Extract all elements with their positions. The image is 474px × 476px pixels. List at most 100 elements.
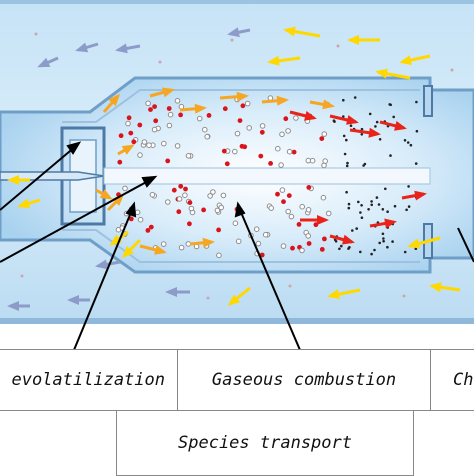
particle <box>216 227 222 233</box>
particle <box>353 96 357 99</box>
particle <box>145 100 151 107</box>
particle <box>165 199 171 205</box>
orange-flow-arrow <box>189 237 215 248</box>
yellow-flow-arrow <box>375 68 411 80</box>
fuel-lance <box>0 171 105 181</box>
particle <box>253 226 260 232</box>
particle <box>117 159 123 165</box>
particle <box>370 200 373 203</box>
particle <box>319 247 325 252</box>
particle <box>360 204 363 207</box>
particle <box>355 227 359 230</box>
particle <box>407 185 410 188</box>
particle <box>202 126 208 133</box>
particle <box>258 153 264 159</box>
particle <box>118 133 124 139</box>
particle <box>220 192 227 199</box>
yellow-flow-arrow <box>227 286 251 306</box>
label-cell-devolatilization: evolatilization <box>0 349 178 411</box>
orange-flow-arrow <box>117 144 135 156</box>
label-char: Ch <box>453 370 474 390</box>
particle <box>171 187 177 193</box>
particle <box>384 187 387 191</box>
process-label-table: evolatilization Gaseous combustion Ch Sp… <box>0 349 474 476</box>
particle <box>291 149 297 155</box>
yellow-flow-arrow <box>283 26 321 38</box>
yellow-flow-arrow <box>267 55 301 66</box>
pointer-injector-head <box>66 141 82 155</box>
particle <box>286 148 293 155</box>
orange-flow-arrow <box>102 93 120 113</box>
particle <box>166 122 173 129</box>
particle <box>268 205 275 211</box>
particle <box>218 204 224 211</box>
particle <box>386 210 389 213</box>
particle <box>232 220 239 226</box>
orange-flow-arrow <box>261 95 289 106</box>
yellow-flow-arrow <box>407 236 441 249</box>
red-flow-arrow <box>401 190 427 201</box>
particle <box>240 103 246 109</box>
pointer-gaseous-combustion-head <box>234 201 246 218</box>
label-cell-char: Ch <box>430 349 474 411</box>
particle <box>174 98 181 104</box>
particle <box>182 192 188 198</box>
label-pointers <box>0 141 474 350</box>
particle <box>374 125 377 128</box>
particle <box>201 207 207 213</box>
particle <box>309 157 316 164</box>
particle <box>275 191 280 197</box>
particle <box>351 229 354 232</box>
particle <box>322 158 329 164</box>
orange-flow-arrow <box>149 87 175 98</box>
particle <box>221 148 227 154</box>
red-flow-arrow <box>300 215 329 225</box>
pointer-devolatilization-2 <box>73 209 133 350</box>
particle <box>178 183 184 189</box>
particle <box>342 98 345 102</box>
particle <box>151 126 158 133</box>
particle <box>406 141 410 144</box>
particle <box>347 202 351 206</box>
particle <box>128 130 134 136</box>
particle <box>187 221 192 227</box>
particle <box>347 247 350 250</box>
particle <box>185 241 192 247</box>
particle <box>149 191 156 198</box>
particle <box>134 209 141 216</box>
particle <box>305 207 312 213</box>
particle <box>244 100 251 107</box>
particle <box>275 145 281 152</box>
pointer-injector <box>0 145 77 211</box>
yellow-flow-arrow <box>327 288 361 300</box>
particle <box>232 148 238 155</box>
particle <box>377 203 381 206</box>
particle <box>367 208 370 211</box>
pointer-devolatilization-1 <box>0 179 151 263</box>
particle <box>185 153 192 159</box>
label-devolatilization: evolatilization <box>11 370 165 390</box>
particle <box>280 243 287 249</box>
label-species-transport: Species transport <box>178 433 352 453</box>
pointer-devolatilization-1-head <box>141 175 158 188</box>
particle <box>148 107 153 112</box>
particle <box>414 162 418 165</box>
particle <box>321 131 328 137</box>
particle <box>207 193 213 199</box>
grey-blue-flow-arrow <box>165 287 190 297</box>
particle <box>347 206 351 210</box>
particle <box>214 207 221 214</box>
particle <box>255 240 262 247</box>
yellow-flow-arrow <box>429 282 461 293</box>
particle <box>174 143 181 149</box>
particle <box>345 138 348 142</box>
particle <box>259 252 265 258</box>
particle <box>235 238 242 245</box>
particle <box>216 252 222 259</box>
particle <box>286 193 292 199</box>
particle <box>375 196 379 199</box>
particle <box>409 143 413 147</box>
particle <box>360 216 364 219</box>
red-flow-arrow <box>289 110 317 121</box>
particle <box>183 186 188 192</box>
